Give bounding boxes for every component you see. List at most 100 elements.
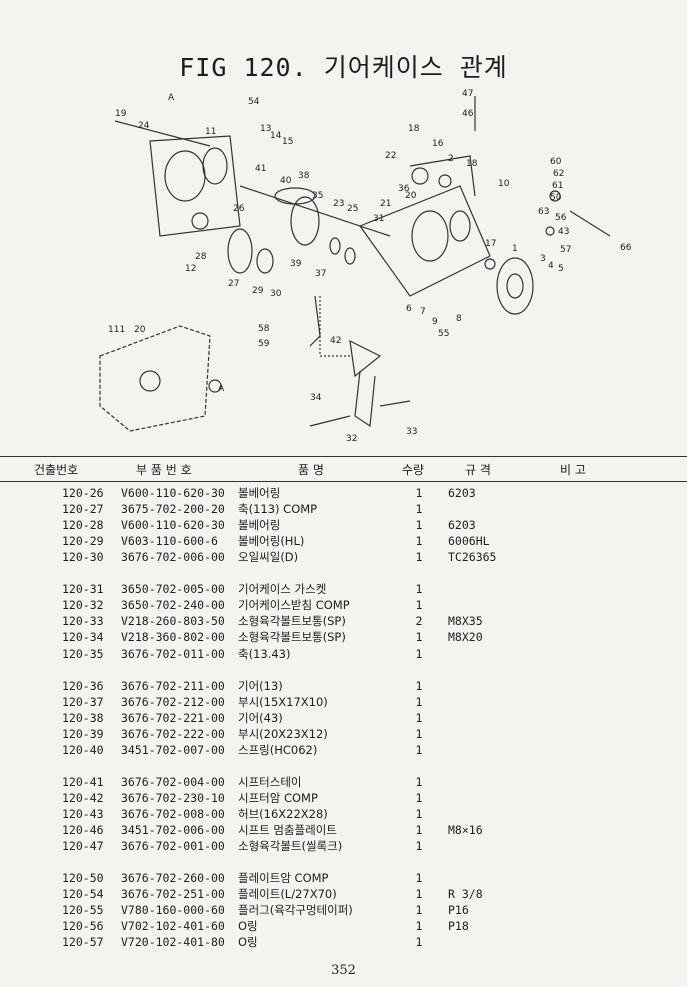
svg-text:57: 57 [560,245,571,255]
svg-text:9: 9 [432,317,438,327]
main-shaft [114,120,211,147]
svg-text:60: 60 [550,157,562,167]
part-no: 120-55 [62,903,104,918]
part-number: 3676-702-011-00 [121,646,225,661]
svg-text:20: 20 [405,191,417,201]
part-name: 볼베어링 [238,518,281,533]
svg-text:55: 55 [438,329,449,339]
part-number: 3676-702-260-00 [121,871,225,886]
header-note: 비 고 [560,463,586,477]
part-number: V720-102-401-80 [121,935,225,950]
svg-text:8: 8 [456,314,462,324]
part-name: 시프터암 COMP [238,790,318,805]
svg-text:14: 14 [270,131,282,141]
svg-text:35: 35 [312,191,323,201]
part-name: 축(13.43) [238,646,291,661]
part-name: 기어(43) [238,710,283,725]
svg-text:43: 43 [558,227,569,237]
svg-text:18: 18 [466,159,478,169]
svg-text:12: 12 [185,264,196,274]
part-number: 3676-702-221-00 [121,710,225,725]
svg-text:7: 7 [420,307,426,317]
gear-38 [290,196,320,246]
quantity: 1 [415,502,423,517]
svg-text:23: 23 [333,199,344,209]
table-top-rule [0,456,687,457]
part-number: V600-110-620-30 [121,518,225,533]
part-number: 3676-702-251-00 [121,887,225,902]
part-no: 120-36 [62,678,104,693]
part-name: 축(113) COMP [238,502,318,517]
quantity: 1 [415,774,423,789]
svg-text:19: 19 [115,109,127,119]
svg-text:47: 47 [462,89,473,99]
part-name: 스프링(HC062) [238,742,318,757]
svg-text:54: 54 [248,97,260,107]
quantity: 1 [415,646,423,661]
part-number: 3676-702-004-00 [121,774,225,789]
part-no: 120-31 [62,582,104,597]
svg-text:40: 40 [280,176,292,186]
part-name: 시프트 멈춤플레이트 [238,823,337,838]
svg-text:46: 46 [462,109,474,119]
svg-text:A: A [168,93,175,103]
header-spec: 규 격 [465,463,491,477]
quantity: 1 [415,790,423,805]
svg-text:50: 50 [550,193,562,203]
part-name: 소형육각볼트(씰록크) [238,839,343,854]
part-number: V702-102-401-60 [121,919,225,934]
part-number: 3675-702-200-20 [121,502,225,517]
svg-text:26: 26 [233,204,245,214]
gear-27 [227,228,253,274]
part-name: 허브(16X22X28) [238,807,328,821]
svg-text:2: 2 [448,154,454,164]
part-number: V218-360-802-00 [121,630,225,645]
quantity: 1 [415,823,423,838]
svg-text:31: 31 [373,214,384,224]
table-row [0,663,687,678]
spec: R 3/8 [448,887,483,902]
quantity: 1 [415,871,423,886]
spec: P18 [448,919,469,934]
header-part-number: 부 품 번 호 [136,463,192,477]
gear-case-right [359,185,491,297]
table-row: 120-40 3451-702-007-00 스프링(HC062) 1 [0,743,687,758]
svg-text:34: 34 [310,393,322,403]
part-no: 120-56 [62,919,104,934]
quantity: 1 [415,694,423,709]
part-no: 120-47 [62,839,104,854]
part-name: 기어케이스받침 COMP [238,598,350,613]
part-no: 120-29 [62,534,104,549]
svg-text:33: 33 [406,427,417,437]
quantity: 2 [415,614,423,629]
quantity: 1 [415,887,423,902]
svg-text:27: 27 [228,279,239,289]
svg-text:13: 13 [260,124,271,134]
quantity: 1 [415,630,423,645]
part-no: 120-50 [62,871,104,886]
svg-text:4: 4 [548,261,554,271]
spec: M8X35 [448,614,483,629]
part-no: 120-32 [62,598,104,613]
part-name: 시프터스테이 [238,774,302,789]
table-row [0,759,687,774]
pulley-1 [496,257,534,315]
part-no: 120-40 [62,742,104,757]
header-qty: 수량 [402,463,425,477]
quantity: 1 [415,742,423,757]
part-name: 플레이트(L/27X70) [238,887,337,902]
svg-text:18: 18 [408,124,420,134]
part-number: 3451-702-007-00 [121,742,225,757]
part-number: V780-160-000-60 [121,903,225,918]
quantity: 1 [415,919,423,934]
